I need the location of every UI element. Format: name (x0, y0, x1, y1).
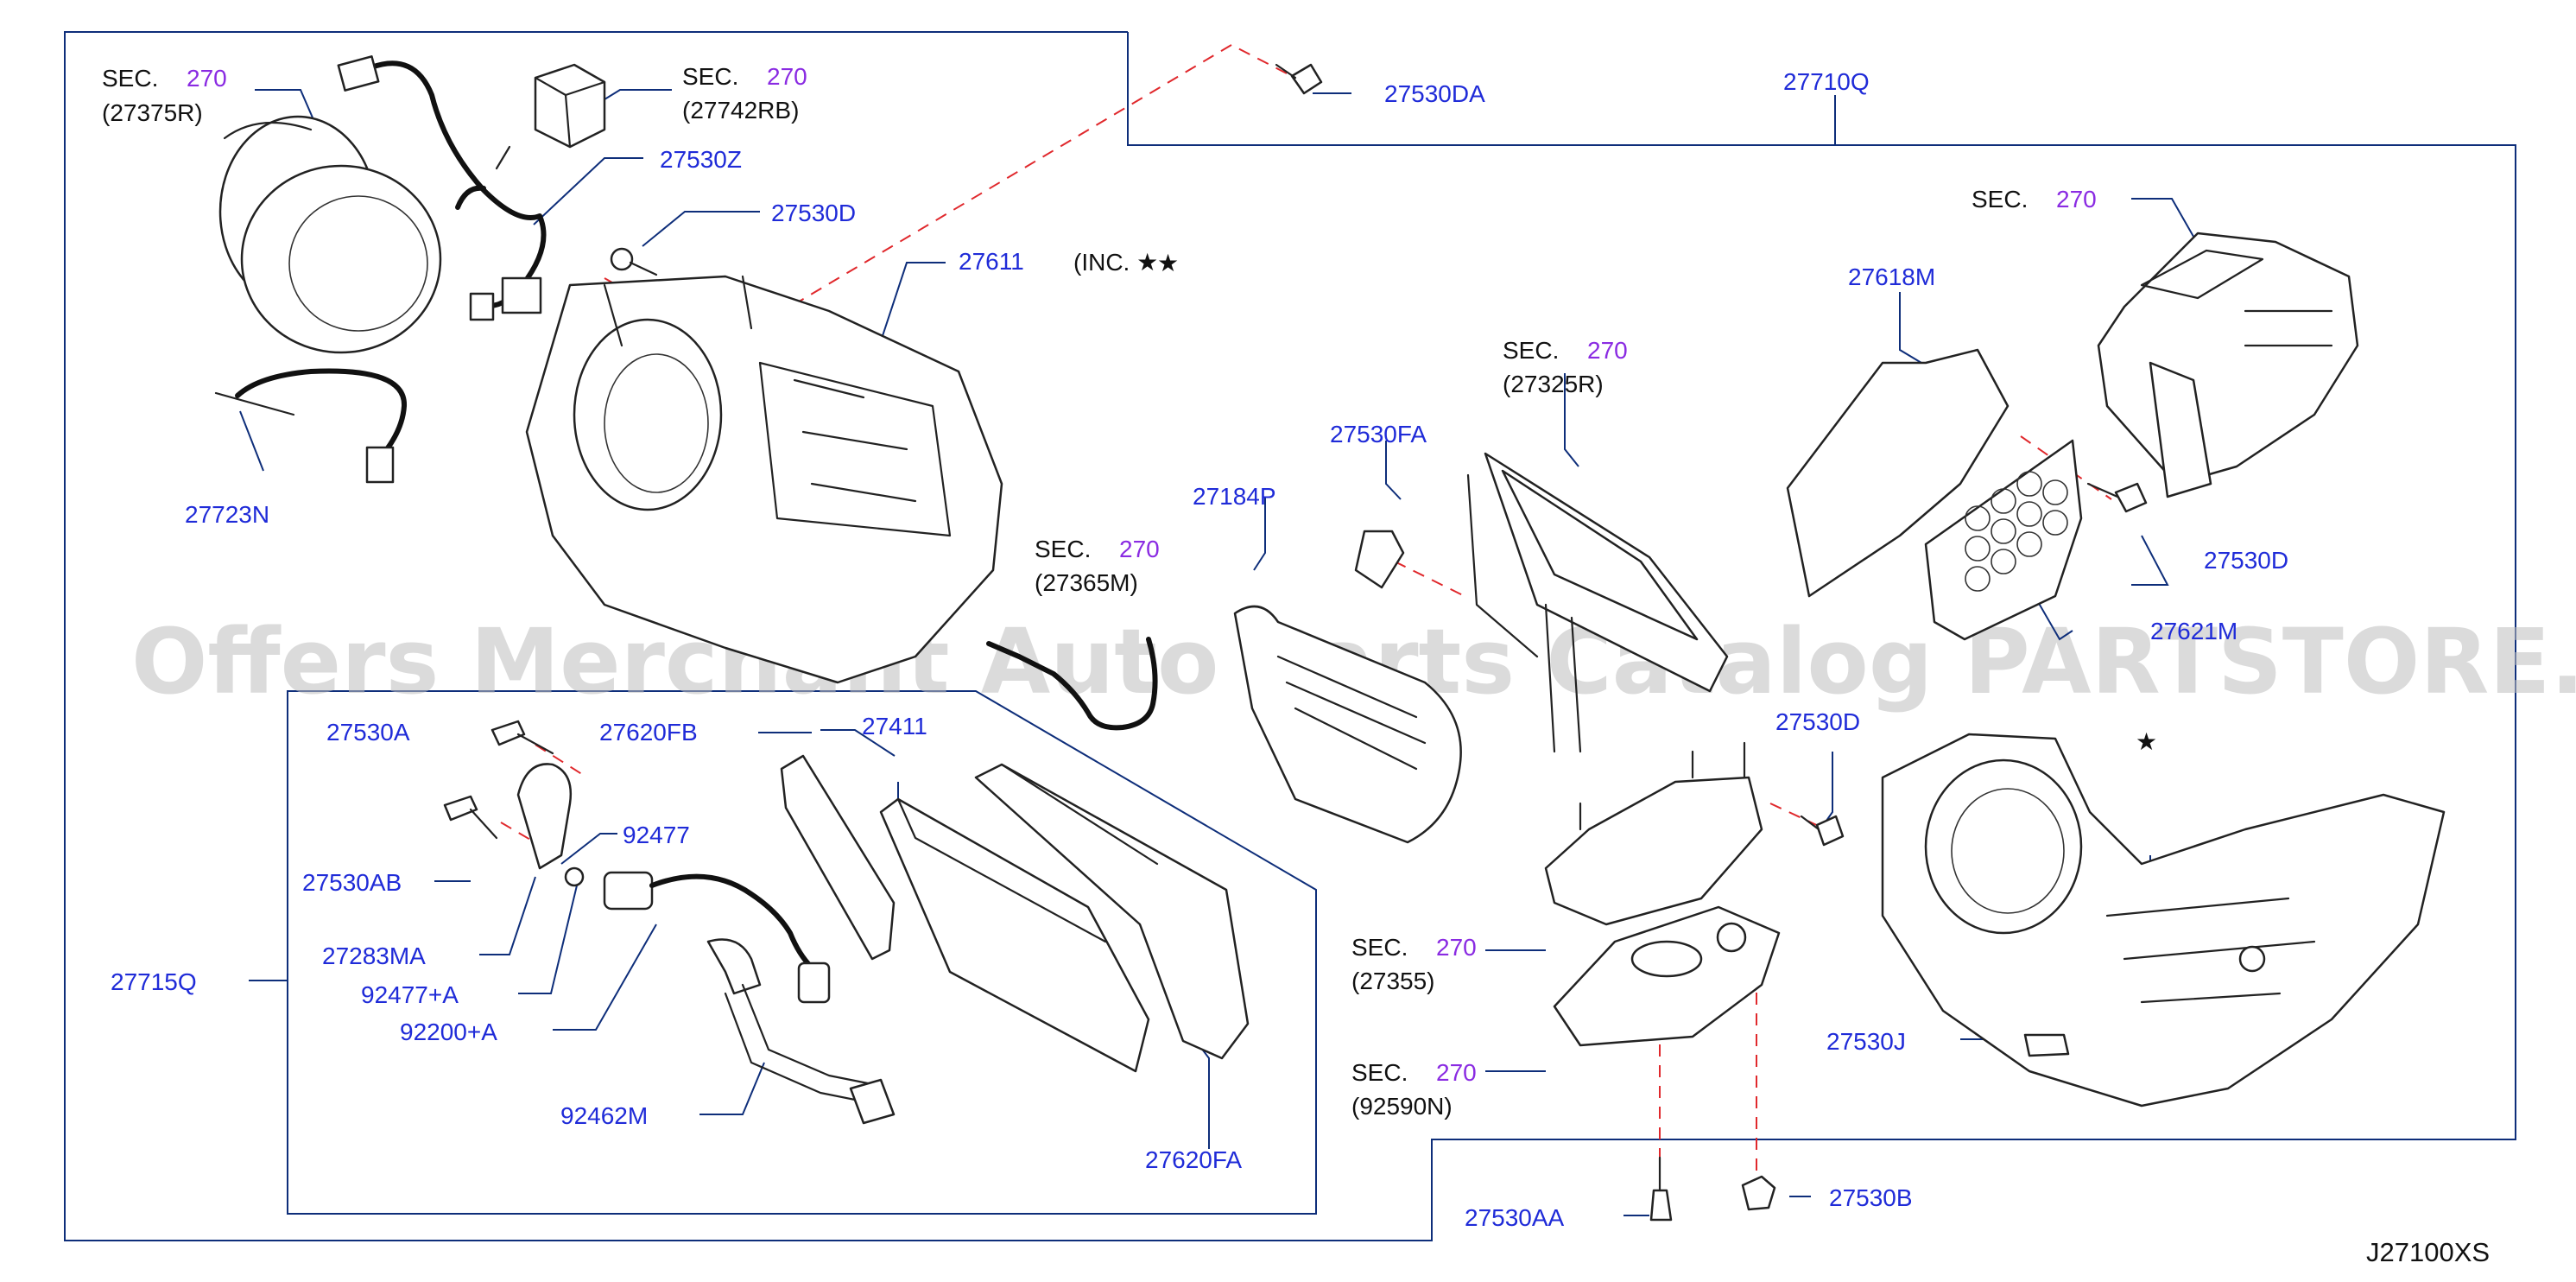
part-label-27530D[interactable]: 27530D (1775, 708, 1860, 735)
part-label-27283MA[interactable]: 27283MA (322, 942, 426, 969)
wire-harness-drawing (337, 55, 547, 321)
sec-number[interactable]: 270 (1436, 934, 1477, 961)
part-label-27715Q[interactable]: 27715Q (111, 968, 197, 995)
filter-cover-drawing (1786, 348, 2083, 641)
part-label-27611[interactable]: 27611 (959, 248, 1024, 275)
star-note: (INC. ★ (1073, 249, 1158, 276)
star-icon: ★ (1157, 250, 1179, 276)
part-labels: 27530DA 27710Q 27530Z 27530D 27611 27723… (111, 68, 2288, 1231)
part-label-27530J[interactable]: 27530J (1826, 1028, 1906, 1055)
drawing-code: J27100XS (2366, 1237, 2490, 1267)
part-label-92477[interactable]: 92477 (623, 822, 690, 848)
sec-part-number: (92590N) (1351, 1093, 1453, 1120)
lower-housing-drawing (1881, 733, 2446, 1107)
section-callout-27355: SEC. 270 (27355) (1351, 934, 1477, 994)
section-callout-27325R: SEC. 270 (27325R) (1503, 337, 1628, 397)
sec-number[interactable]: 270 (2056, 186, 2097, 213)
sec-label: SEC. (1972, 186, 2028, 213)
sensor-cable-drawing (214, 368, 408, 484)
part-label-27530D[interactable]: 27530D (2204, 547, 2288, 574)
sec-part-number: (27355) (1351, 968, 1435, 994)
bolts-drawing (443, 63, 2148, 1222)
duct-drawing (2097, 232, 2359, 498)
section-callout-27375R: SEC. 270 (27375R) (102, 65, 227, 126)
part-label-27530B[interactable]: 27530B (1829, 1184, 1913, 1211)
part-label-27723N[interactable]: 27723N (185, 501, 269, 528)
part-label-27530DA[interactable]: 27530DA (1384, 80, 1485, 107)
part-label-27710Q[interactable]: 27710Q (1783, 68, 1870, 95)
sec-number[interactable]: 270 (767, 63, 807, 90)
clip-drawing (2023, 1033, 2070, 1057)
part-label-92462M[interactable]: 92462M (560, 1102, 648, 1129)
drain-hose-drawing (986, 637, 1158, 731)
filter-drawing (780, 754, 896, 961)
clamp-bolt-drawing (610, 247, 658, 276)
sec-label: SEC. (1503, 337, 1559, 364)
evaporator-bracket-drawing (1544, 741, 1781, 1047)
blower-motor-drawing (218, 115, 442, 354)
part-label-27411[interactable]: 27411 (862, 713, 927, 739)
part-label-92200-a[interactable]: 92200+A (400, 1019, 497, 1045)
part-label-27530Z[interactable]: 27530Z (660, 146, 742, 173)
pipe-drawing (706, 938, 896, 1125)
sec-label: SEC. (682, 63, 738, 90)
inner-frame (287, 690, 1317, 1215)
sec-number[interactable]: 270 (1587, 337, 1628, 364)
section-callout-92590N: SEC. 270 (92590N) (1351, 1059, 1477, 1120)
part-label-27530AB[interactable]: 27530AB (302, 869, 402, 896)
part-label-27530AA[interactable]: 27530AA (1465, 1204, 1565, 1231)
sec-label: SEC. (1351, 934, 1408, 961)
part-label-27618M[interactable]: 27618M (1848, 263, 1935, 290)
part-label-27530FA[interactable]: 27530FA (1330, 421, 1427, 447)
part-label-27620FB[interactable]: 27620FB (599, 719, 698, 746)
actuator-drawing (534, 63, 606, 149)
expansion-valve-drawing (516, 763, 831, 1004)
sec-label: SEC. (1351, 1059, 1408, 1086)
sec-number[interactable]: 270 (1119, 536, 1160, 562)
sec-part-number: (27365M) (1035, 569, 1138, 596)
part-label-27620FA[interactable]: 27620FA (1145, 1146, 1242, 1173)
section-callout-duct: SEC. 270 (1972, 186, 2097, 213)
sensor-bracket-drawing (1233, 530, 1462, 844)
part-label-27184P[interactable]: 27184P (1193, 483, 1276, 510)
section-callout-27742RB: SEC. 270 (27742RB) (682, 63, 807, 124)
part-label-27530D[interactable]: 27530D (771, 200, 856, 226)
sec-part-number: (27375R) (102, 99, 203, 126)
sec-label: SEC. (102, 65, 158, 92)
sec-label: SEC. (1035, 536, 1091, 562)
sec-number[interactable]: 270 (1436, 1059, 1477, 1086)
sec-part-number: (27742RB) (682, 97, 799, 124)
evaporator-drawing (879, 763, 1250, 1073)
outer-frame (64, 31, 2516, 1241)
part-label-27530A[interactable]: 27530A (326, 719, 410, 746)
star-icon: ★ (2136, 728, 2157, 755)
part-label-27621M[interactable]: 27621M (2150, 618, 2237, 644)
sec-part-number: (27325R) (1503, 371, 1604, 397)
section-callout-27365M: SEC. 270 (27365M) (1035, 536, 1160, 596)
sec-number[interactable]: 270 (187, 65, 227, 92)
heater-core-drawing (1466, 452, 1729, 753)
blower-housing-drawing (525, 275, 1003, 684)
part-label-92477-a[interactable]: 92477+A (361, 981, 459, 1008)
